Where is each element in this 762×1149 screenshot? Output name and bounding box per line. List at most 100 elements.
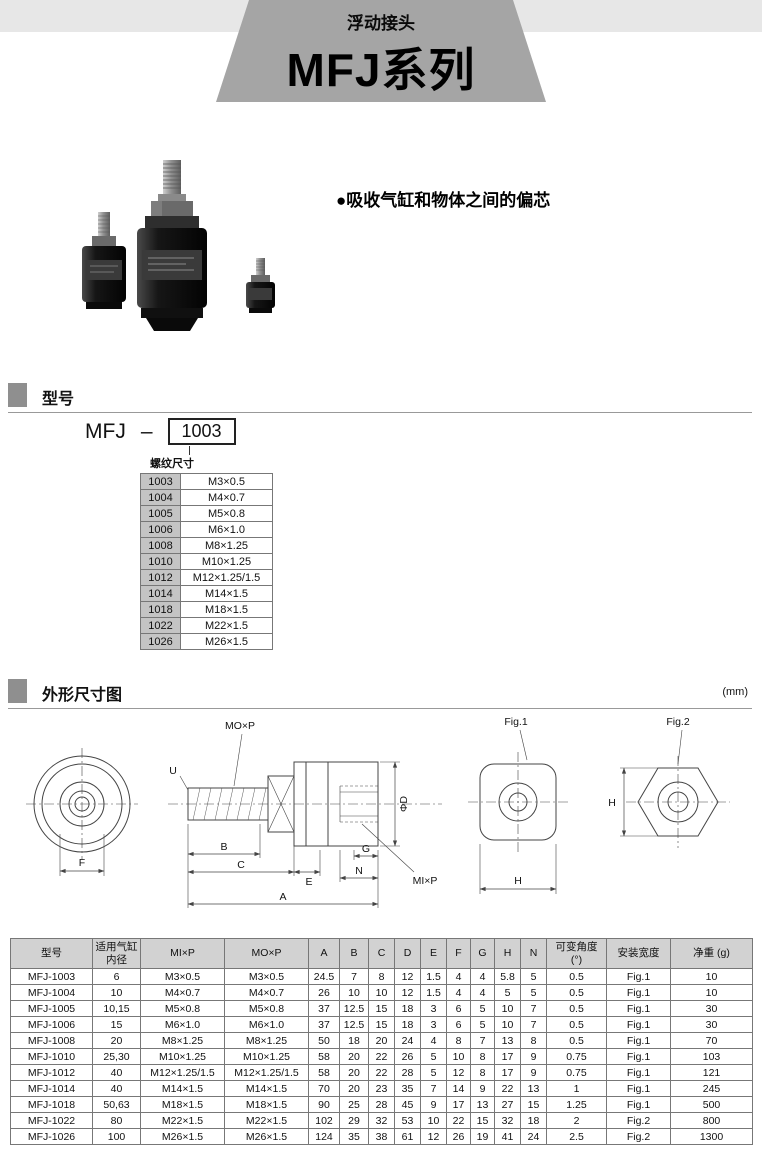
spec-cell: 25,30 [92, 1048, 141, 1066]
spec-cell: 4 [470, 968, 495, 986]
builder-connector-line [189, 446, 190, 455]
spec-cell: 500 [670, 1096, 753, 1114]
spec-cell: Fig.1 [606, 1016, 671, 1034]
spec-cell: 19 [470, 1128, 495, 1146]
spec-header-cell: 净重 (g) [670, 937, 753, 970]
spec-cell: 35 [394, 1080, 421, 1098]
dim-label-mi-p: MI×P [413, 875, 438, 887]
dim-label-g: G [362, 843, 370, 855]
spec-cell: 6 [92, 968, 141, 986]
spec-cell: 53 [394, 1112, 421, 1130]
spec-cell: 3 [420, 1000, 447, 1018]
spec-cell: 12.5 [339, 1000, 369, 1018]
spec-cell: 124 [308, 1128, 340, 1146]
spec-cell: 23 [368, 1080, 395, 1098]
model-number-builder: MFJ – 1003 [85, 418, 236, 445]
dim-label-h-fig2: H [608, 797, 616, 809]
dim-label-c: C [237, 859, 245, 871]
spec-cell: 2.5 [546, 1128, 607, 1146]
spec-header-cell: 可变角度 (°) [546, 937, 607, 970]
spec-cell: 10 [670, 968, 753, 986]
spec-cell: 15 [470, 1112, 495, 1130]
spec-cell: 4 [446, 984, 471, 1002]
spec-cell: 10 [446, 1048, 471, 1066]
spec-cell: 1.5 [420, 984, 447, 1002]
spec-cell: 26 [446, 1128, 471, 1146]
spec-cell: MFJ-1026 [10, 1128, 93, 1146]
spec-cell: 28 [368, 1096, 395, 1114]
header-trapezoid [216, 0, 546, 102]
product-photo [82, 160, 275, 331]
spec-cell: 6 [446, 1016, 471, 1034]
spec-cell: M4×0.7 [140, 984, 225, 1002]
spec-cell: 8 [520, 1032, 547, 1050]
section-divider [8, 412, 752, 413]
spec-cell: 32 [368, 1112, 395, 1130]
spec-cell: 7 [420, 1080, 447, 1098]
spec-cell: 24 [520, 1128, 547, 1146]
dim-label-h-fig1: H [514, 875, 522, 887]
spec-cell: M4×0.7 [224, 984, 309, 1002]
spec-cell: 40 [92, 1080, 141, 1098]
spec-cell: 14 [446, 1080, 471, 1098]
spec-cell: 5 [520, 968, 547, 986]
spec-cell: MFJ-1010 [10, 1048, 93, 1066]
spec-cell: 17 [494, 1048, 521, 1066]
spec-cell: 20 [339, 1064, 369, 1082]
fig1-label: Fig.1 [504, 716, 528, 728]
spec-cell: 18 [394, 1016, 421, 1034]
spec-cell: MFJ-1005 [10, 1000, 93, 1018]
spec-cell: 4 [470, 984, 495, 1002]
spec-cell: 24 [394, 1032, 421, 1050]
dim-label-phi-d: ΦD [398, 796, 410, 812]
spec-cell: M22×1.5 [140, 1112, 225, 1130]
spec-cell: 38 [368, 1128, 395, 1146]
dim-label-mo-p: MO×P [225, 720, 255, 732]
thread-size-cell: M12×1.25/1.5 [180, 569, 273, 586]
spec-header-cell: 安装宽度 [606, 937, 671, 970]
spec-cell: M3×0.5 [140, 968, 225, 986]
spec-cell: Fig.1 [606, 1000, 671, 1018]
spec-cell: 100 [92, 1128, 141, 1146]
spec-cell: 26 [308, 984, 340, 1002]
dimension-section-header: 外形尺寸图 (mm) [0, 678, 762, 712]
spec-cell: 0.5 [546, 1000, 607, 1018]
spec-cell: 37 [308, 1016, 340, 1034]
section-marker-icon [8, 679, 27, 703]
section-marker-icon [8, 383, 27, 407]
spec-cell: 7 [520, 1016, 547, 1034]
spec-cell: 8 [446, 1032, 471, 1050]
spec-cell: 0.75 [546, 1064, 607, 1082]
thread-size-cell: M18×1.5 [180, 601, 273, 618]
spec-cell: Fig.1 [606, 984, 671, 1002]
spec-cell: 1.25 [546, 1096, 607, 1114]
spec-cell: 10 [339, 984, 369, 1002]
spec-cell: Fig.2 [606, 1128, 671, 1146]
spec-cell: 20 [339, 1080, 369, 1098]
spec-cell: 5 [470, 1016, 495, 1034]
thread-code-cell: 1003 [140, 473, 181, 490]
side-view [168, 733, 442, 908]
thread-size-cell: M8×1.25 [180, 537, 273, 554]
spec-cell: M3×0.5 [224, 968, 309, 986]
spec-header-cell: B [339, 937, 369, 970]
spec-cell: 18 [394, 1000, 421, 1018]
dim-label-a: A [279, 891, 286, 903]
spec-cell: 18 [339, 1032, 369, 1050]
